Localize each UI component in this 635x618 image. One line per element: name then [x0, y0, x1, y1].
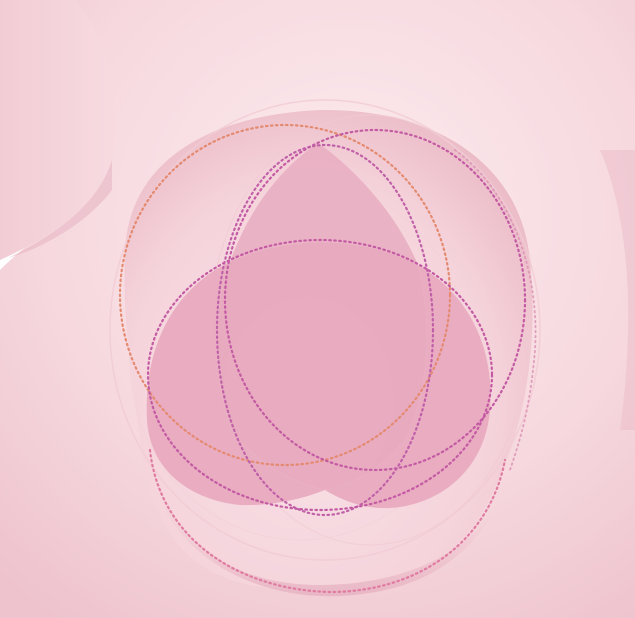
diagram-canvas	[0, 0, 635, 618]
breast-diagram	[0, 0, 635, 618]
